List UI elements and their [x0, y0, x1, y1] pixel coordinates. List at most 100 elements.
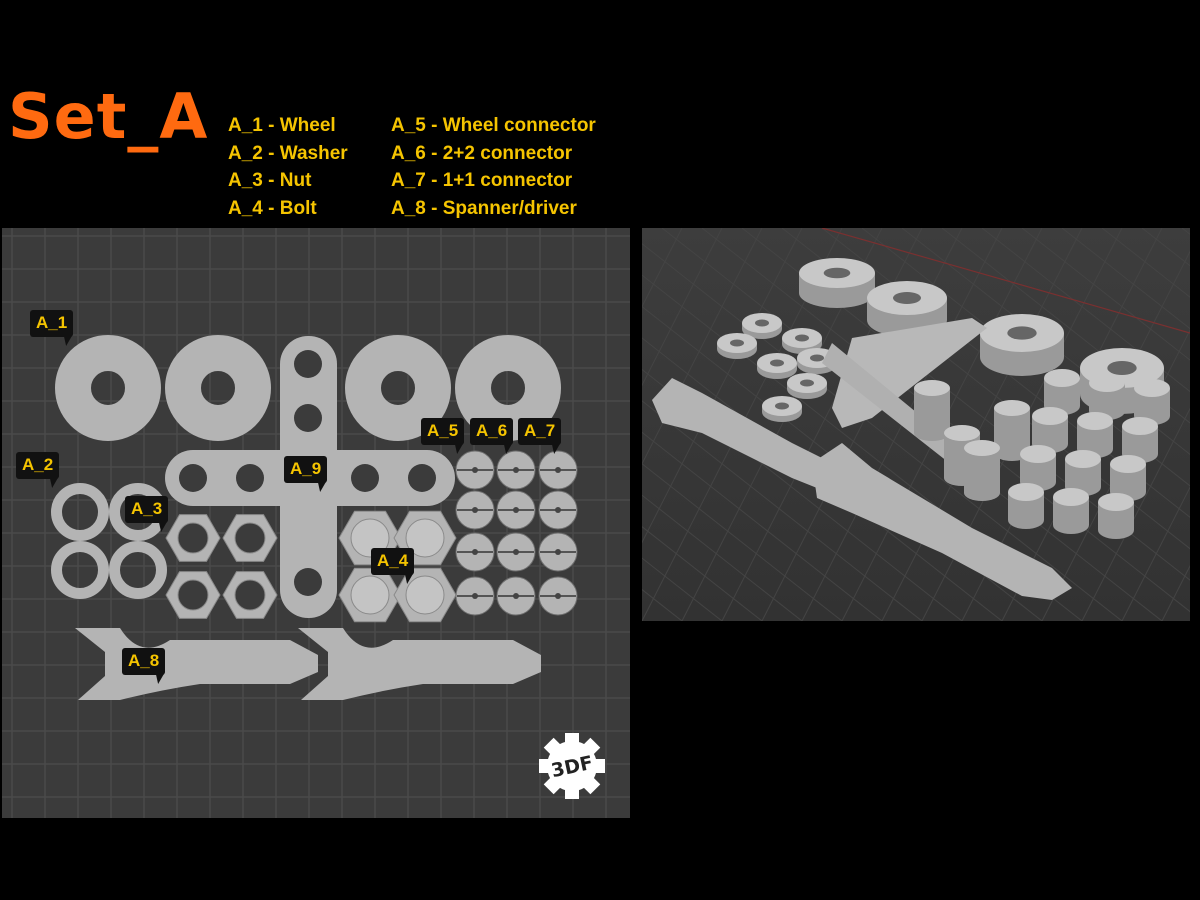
small-connector-bottom — [1008, 511, 1044, 529]
connector-hole — [294, 404, 322, 432]
bolt-top — [964, 440, 1000, 456]
grid-line — [642, 228, 723, 387]
nut-center — [234, 522, 266, 554]
grid-line — [642, 243, 1123, 621]
wheel-hole — [893, 292, 921, 304]
bolt-bottom — [964, 485, 1000, 501]
set-title: Set_A — [8, 80, 209, 153]
small-connector-bottom — [1098, 521, 1134, 539]
spanner — [298, 628, 541, 700]
legend-item: A_4 - Bolt — [228, 197, 317, 219]
top-view-panel: 3DF — [2, 228, 630, 818]
grid-line — [642, 526, 763, 621]
grid-line — [1021, 228, 1190, 361]
connector-hole — [294, 568, 322, 596]
legend-item: A_7 - 1+1 connector — [391, 170, 573, 191]
connector-center — [472, 467, 478, 473]
spanner — [75, 628, 318, 700]
bolt-bottom — [914, 425, 950, 441]
small-connector-top — [1098, 493, 1134, 511]
washer — [51, 483, 109, 541]
wheel-hole — [1107, 361, 1137, 375]
connector-hole — [294, 350, 322, 378]
small-connector-top — [1044, 369, 1080, 387]
connector-center — [472, 593, 478, 599]
wheel — [165, 335, 271, 441]
washer — [109, 541, 167, 599]
bolt-top — [994, 400, 1030, 416]
gear-icon — [547, 741, 597, 791]
grid-line — [642, 228, 763, 465]
grid-line — [642, 494, 803, 621]
callout-a1: A_1 — [30, 310, 74, 337]
wheel — [55, 335, 161, 441]
washer-hole — [795, 334, 809, 342]
connector-center — [513, 593, 519, 599]
small-connector-top — [1110, 455, 1146, 473]
connector-center — [555, 507, 561, 513]
small-connector-top — [1020, 445, 1056, 463]
nut-center — [177, 579, 209, 611]
grid-line — [1081, 407, 1190, 621]
small-connector-bottom — [1053, 516, 1089, 534]
legend-item: A_3 - Nut — [228, 170, 312, 191]
wheel-hole — [823, 267, 851, 279]
callout-a4: A_4 — [371, 548, 415, 575]
grid-line — [642, 228, 683, 308]
connector-hole — [351, 464, 379, 492]
connector-center — [513, 467, 519, 473]
grid-line — [1061, 228, 1190, 330]
connector-center — [472, 549, 478, 555]
perspective-view-panel — [642, 228, 1190, 621]
washer-hole — [755, 319, 769, 327]
connector-hole — [179, 464, 207, 492]
legend-item: A_2 - Washer — [228, 142, 348, 164]
axis-line-red — [821, 228, 1190, 334]
small-connector-top — [1032, 407, 1068, 425]
washer-hole — [730, 339, 744, 347]
bolt-center — [405, 518, 445, 558]
callout-a5: A_5 — [421, 418, 465, 445]
washer-hole — [810, 354, 824, 362]
connector-center — [472, 507, 478, 513]
small-connector-top — [1065, 450, 1101, 468]
connector-center — [555, 549, 561, 555]
wheel — [345, 335, 451, 441]
legend-item: A_8 - Spanner/driver — [391, 197, 577, 219]
callout-a6: A_6 — [470, 418, 514, 445]
callout-a2: A_2 — [16, 452, 60, 479]
nut-center — [177, 522, 209, 554]
spanner — [812, 443, 1072, 600]
legend-item: A_1 - Wheel — [228, 115, 336, 136]
wheel-hole — [1007, 326, 1037, 340]
nut-center — [234, 579, 266, 611]
washer — [51, 541, 109, 599]
callout-a8: A_8 — [122, 648, 166, 675]
bolt-center — [350, 575, 390, 615]
washer-hole — [770, 359, 784, 367]
grid-line — [642, 431, 883, 621]
bolt-center — [405, 575, 445, 615]
grid-line — [1121, 486, 1190, 621]
bolt-top — [944, 425, 980, 441]
connector-center — [555, 467, 561, 473]
small-connector-top — [1134, 379, 1170, 397]
grid-line — [981, 228, 1190, 393]
grid-line — [881, 228, 1083, 621]
washer-hole — [800, 379, 814, 387]
connector-hole — [408, 464, 436, 492]
bolt-top — [914, 380, 950, 396]
small-connector-top — [1008, 483, 1044, 501]
grid-line — [642, 463, 843, 621]
connector-center — [555, 593, 561, 599]
small-connector-top — [1089, 374, 1125, 392]
callout-a7: A_7 — [518, 418, 562, 445]
small-connector-top — [1122, 417, 1158, 435]
logo-3df: 3DF — [539, 733, 605, 799]
grid-line — [941, 228, 1190, 424]
small-connector-top — [1053, 488, 1089, 506]
legend-item: A_6 - 2+2 connector — [391, 142, 573, 164]
legend-column-1: A_1 - Wheel A_2 - Washer A_3 - Nut A_4 -… — [228, 112, 348, 222]
washer-hole — [775, 402, 789, 410]
small-connector-top — [1077, 412, 1113, 430]
